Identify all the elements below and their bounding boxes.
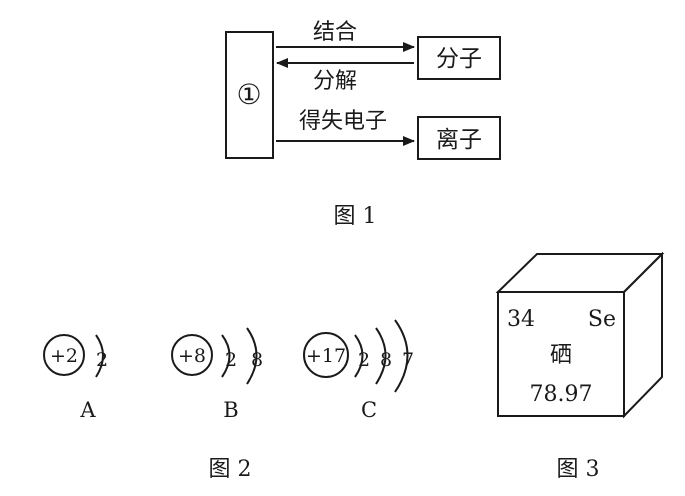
shell-electron-count: 8 [380, 349, 392, 371]
molecule-label: 分子 [436, 46, 482, 72]
electron-shell-arc [246, 327, 258, 385]
nucleus-charge: +8 [178, 345, 206, 367]
figure-1-caption: 图 1 [334, 204, 377, 229]
nucleus-circle [303, 332, 349, 378]
electron-shell-arc [375, 327, 387, 385]
atom-structure-c: +17 2 8 7 C [303, 319, 414, 422]
decompose-label: 分解 [313, 69, 357, 94]
molecule-box [417, 36, 501, 80]
ion-label: 离子 [436, 127, 482, 153]
element-name: 硒 [550, 343, 572, 368]
nucleus-circle [43, 334, 85, 376]
figure-3: 34 Se 硒 78.97 图 3 [495, 251, 665, 482]
electron-shell-arc [95, 334, 104, 378]
element-symbol: Se [588, 307, 616, 332]
ion-box [417, 116, 501, 160]
gain-lose-electrons-label: 得失电子 [299, 109, 387, 134]
shell-electron-count: 8 [251, 349, 263, 371]
shell-electron-count: 2 [225, 349, 237, 371]
atom-structure-b: +8 2 8 B [171, 327, 263, 422]
element-cube-side [623, 251, 663, 419]
shell-electron-count: 7 [402, 349, 414, 371]
circled-one-label: ① [236, 78, 261, 111]
atom-letter: C [361, 398, 377, 422]
figure-2: +2 2 A +8 2 8 B +17 2 8 7 C 图 2 [43, 319, 414, 482]
figure-3-caption: 图 3 [557, 457, 600, 482]
atom-structure-a: +2 2 A [43, 334, 108, 422]
nucleus-charge: +17 [306, 345, 346, 367]
atomic-mass: 78.97 [530, 382, 593, 407]
shell-electron-count: 2 [96, 349, 108, 371]
electron-shell-arc [394, 319, 409, 393]
atomic-number: 34 [507, 307, 535, 332]
nucleus-charge: +2 [50, 345, 78, 367]
atom-letter: A [79, 398, 96, 422]
element-cube-front [497, 291, 625, 417]
nucleus-circle [171, 334, 213, 376]
atom-letter: B [223, 398, 238, 422]
figure-2-caption: 图 2 [209, 457, 252, 482]
shell-electron-count: 2 [358, 349, 370, 371]
electron-shell-arc [354, 334, 364, 378]
particle-box [225, 31, 274, 159]
electron-shell-arc [221, 334, 231, 378]
element-cube-top [495, 253, 665, 293]
combine-label: 结合 [313, 20, 357, 45]
figure-1: ① 结合 分解 分子 得失电子 离子 图 1 [225, 20, 501, 229]
